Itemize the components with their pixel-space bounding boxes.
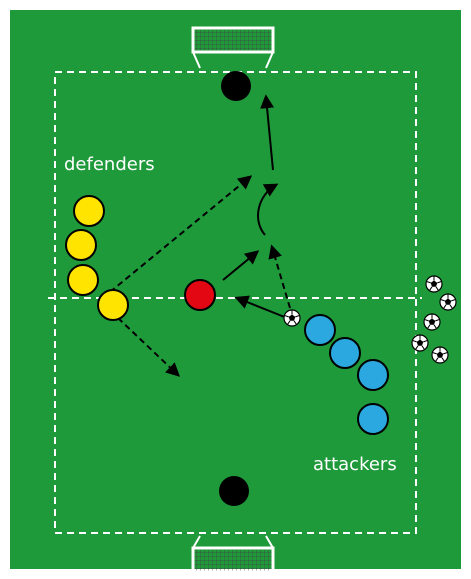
soccer-ball-icon [283,309,301,327]
attacker-player [357,359,389,391]
attacker-player [329,337,361,369]
attacker-player [304,314,336,346]
run-arrow [222,250,260,281]
attackers-label: attackers [313,454,397,475]
defender-run-arrow [109,175,253,293]
defender-player [73,195,105,227]
attacker-run-arrow [268,244,291,309]
soccer-ball-icon [411,334,429,352]
goal-top-icon [191,26,275,69]
target-top [221,71,251,101]
soccer-ball-icon [431,346,449,364]
shot-arrow [260,94,275,171]
defender-run-arrow [117,317,181,377]
soccer-ball-icon [439,293,457,311]
red-player [184,279,216,311]
pass-arrow [234,295,288,319]
curved-run-arrow [257,183,279,236]
defender-player [65,229,97,261]
soccer-ball-icon [425,275,443,293]
defender-player [67,264,99,296]
attacker-player [357,403,389,435]
soccer-ball-icon [423,313,441,331]
defenders-label: defenders [64,154,155,175]
target-bottom [219,476,249,506]
defender-player [97,289,129,321]
goal-bottom-icon [191,535,275,574]
